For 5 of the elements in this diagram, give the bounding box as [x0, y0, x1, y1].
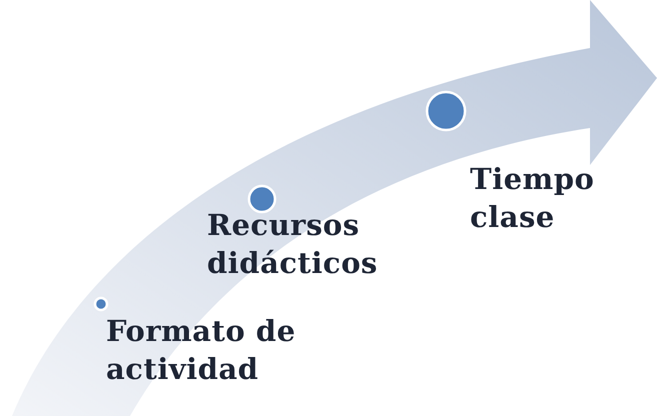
step-label: Recursos didácticos [207, 207, 379, 282]
circle-marker [92, 295, 110, 313]
step-label: Tiempo clase [470, 161, 596, 236]
step-label: Formato de actividad [106, 313, 297, 388]
circle-marker [424, 89, 468, 133]
